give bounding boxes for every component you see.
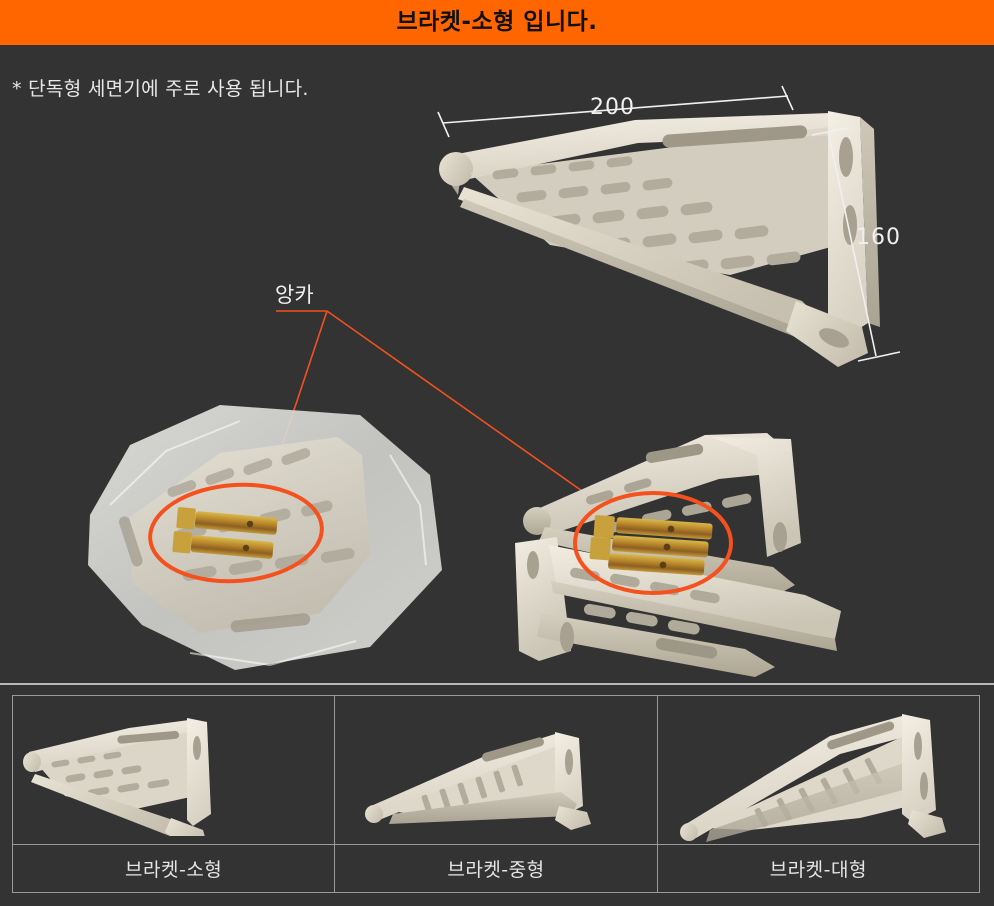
anchor-callout-label: 앙카	[275, 283, 314, 307]
variant-cell-bracket-large[interactable]: 브라켓-대형	[657, 696, 979, 892]
bracket-pair-photo	[515, 433, 841, 677]
section-divider	[0, 683, 994, 685]
variant-image-bracket-large	[657, 696, 979, 845]
bracket-small-dimensioned-photo	[439, 111, 880, 367]
anchor-bolts-left	[172, 507, 278, 559]
bracket-variants-table: 브라켓-소형	[12, 695, 980, 893]
usage-note: * 단독형 세면기에 주로 사용 됩니다.	[12, 78, 309, 100]
dimension-label-width: 200	[590, 95, 635, 120]
variant-caption-bracket-small: 브라켓-소형	[125, 859, 223, 881]
packaged-bracket-photo	[88, 405, 442, 670]
variant-caption-bracket-large: 브라켓-대형	[769, 859, 867, 881]
anchor-highlight-ellipse-left	[148, 482, 324, 584]
page-header: 브라켓-소형 입니다.	[0, 0, 994, 45]
anchor-bolts-right	[589, 515, 713, 576]
variant-caption-bracket-medium: 브라켓-중형	[447, 859, 545, 881]
variant-cell-bracket-small[interactable]: 브라켓-소형	[13, 696, 336, 892]
variant-image-bracket-medium	[335, 696, 657, 845]
variant-image-bracket-small	[13, 696, 335, 845]
anchor-highlight-ellipse-right	[573, 491, 733, 595]
dimension-label-height: 160	[856, 225, 901, 250]
variant-cell-bracket-medium[interactable]: 브라켓-중형	[335, 696, 658, 892]
page-title: 브라켓-소형 입니다.	[396, 9, 598, 35]
